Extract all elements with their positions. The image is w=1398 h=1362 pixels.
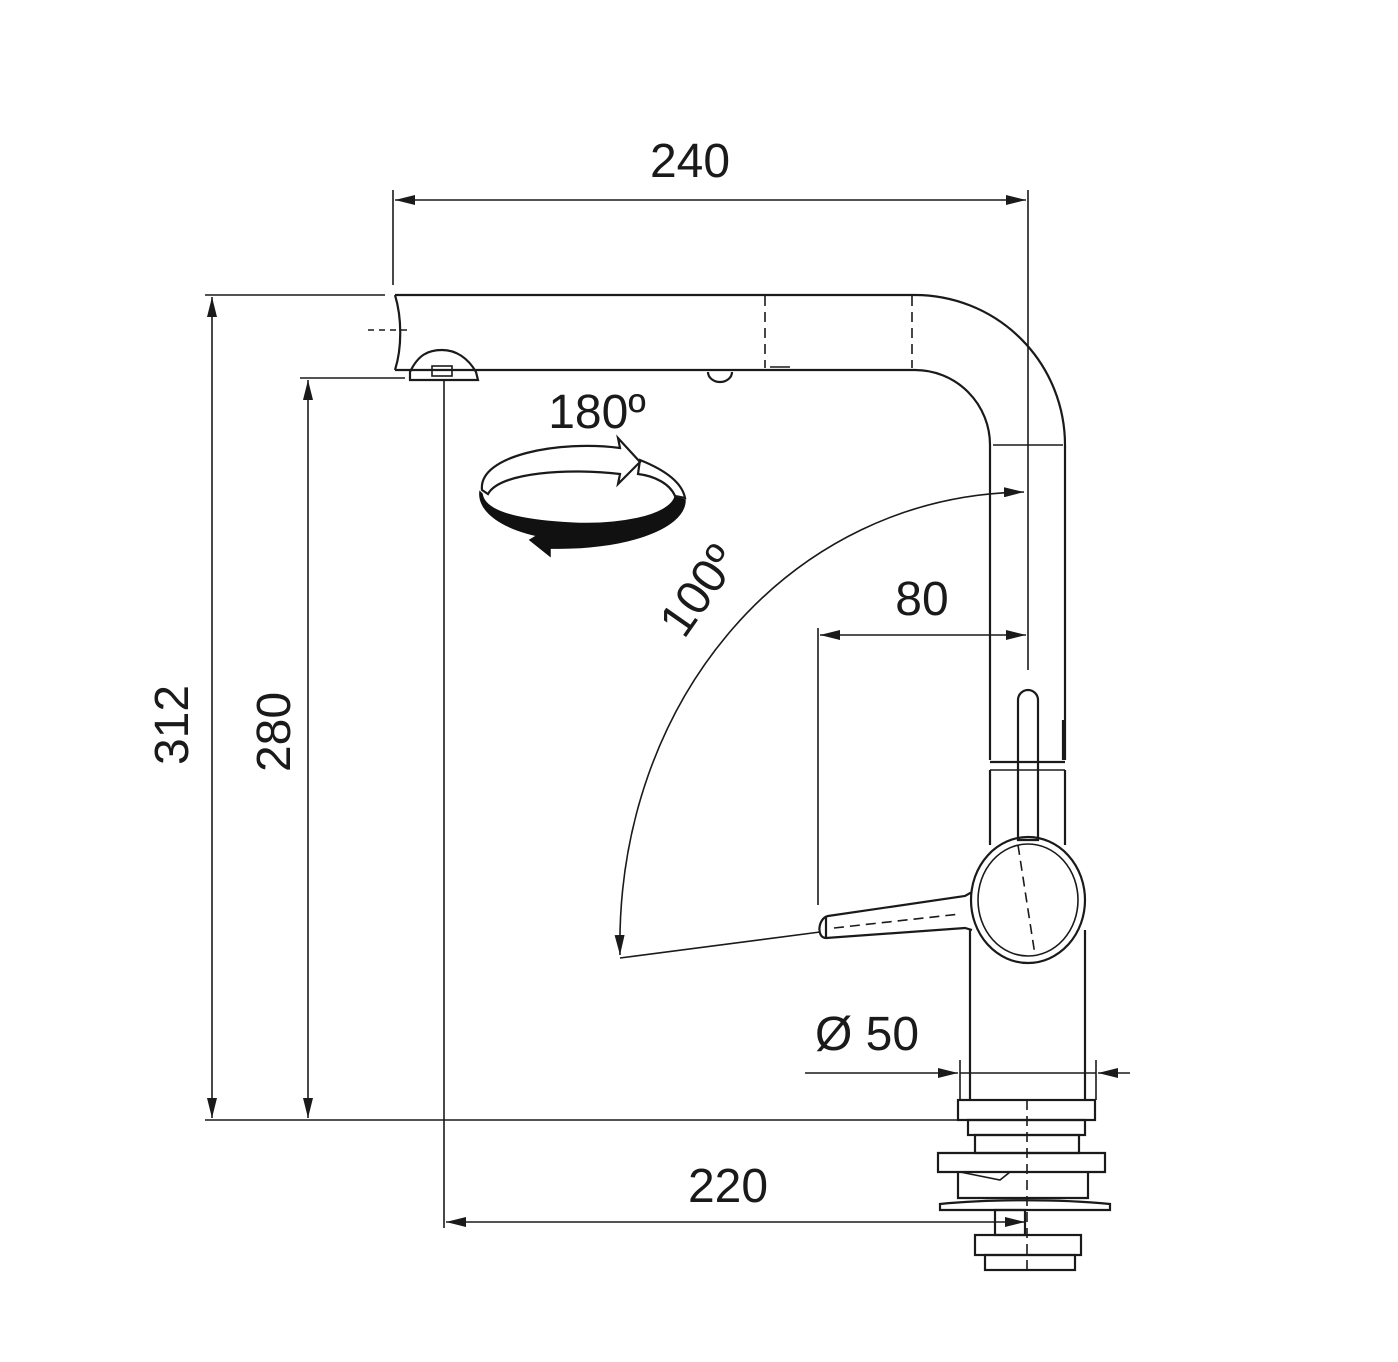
dimension-220-label: 220: [688, 1160, 768, 1213]
spout-rotation-label: 180º: [548, 386, 646, 439]
dimension-diameter-50-label: Ø 50: [815, 1008, 919, 1061]
dimension-240-label: 240: [650, 135, 730, 188]
handle-rotation-arc: 100º: [614, 487, 1025, 959]
dimension-80: 80: [817, 573, 1026, 905]
handle-rotation-label: 100º: [650, 536, 749, 646]
dimension-312-label: 312: [146, 685, 199, 765]
dimension-220: 220: [368, 329, 1025, 1228]
dimension-312: 312: [146, 294, 958, 1121]
dimension-80-label: 80: [895, 573, 948, 626]
faucet-outline: [393, 293, 1112, 1272]
dimension-diameter-50: Ø 50: [805, 1008, 1130, 1100]
dimension-240: 240: [392, 135, 1029, 670]
dimension-280: 280: [248, 377, 405, 1118]
spout-rotation-icon: 180º: [479, 386, 687, 558]
dimension-280-label: 280: [248, 692, 301, 772]
